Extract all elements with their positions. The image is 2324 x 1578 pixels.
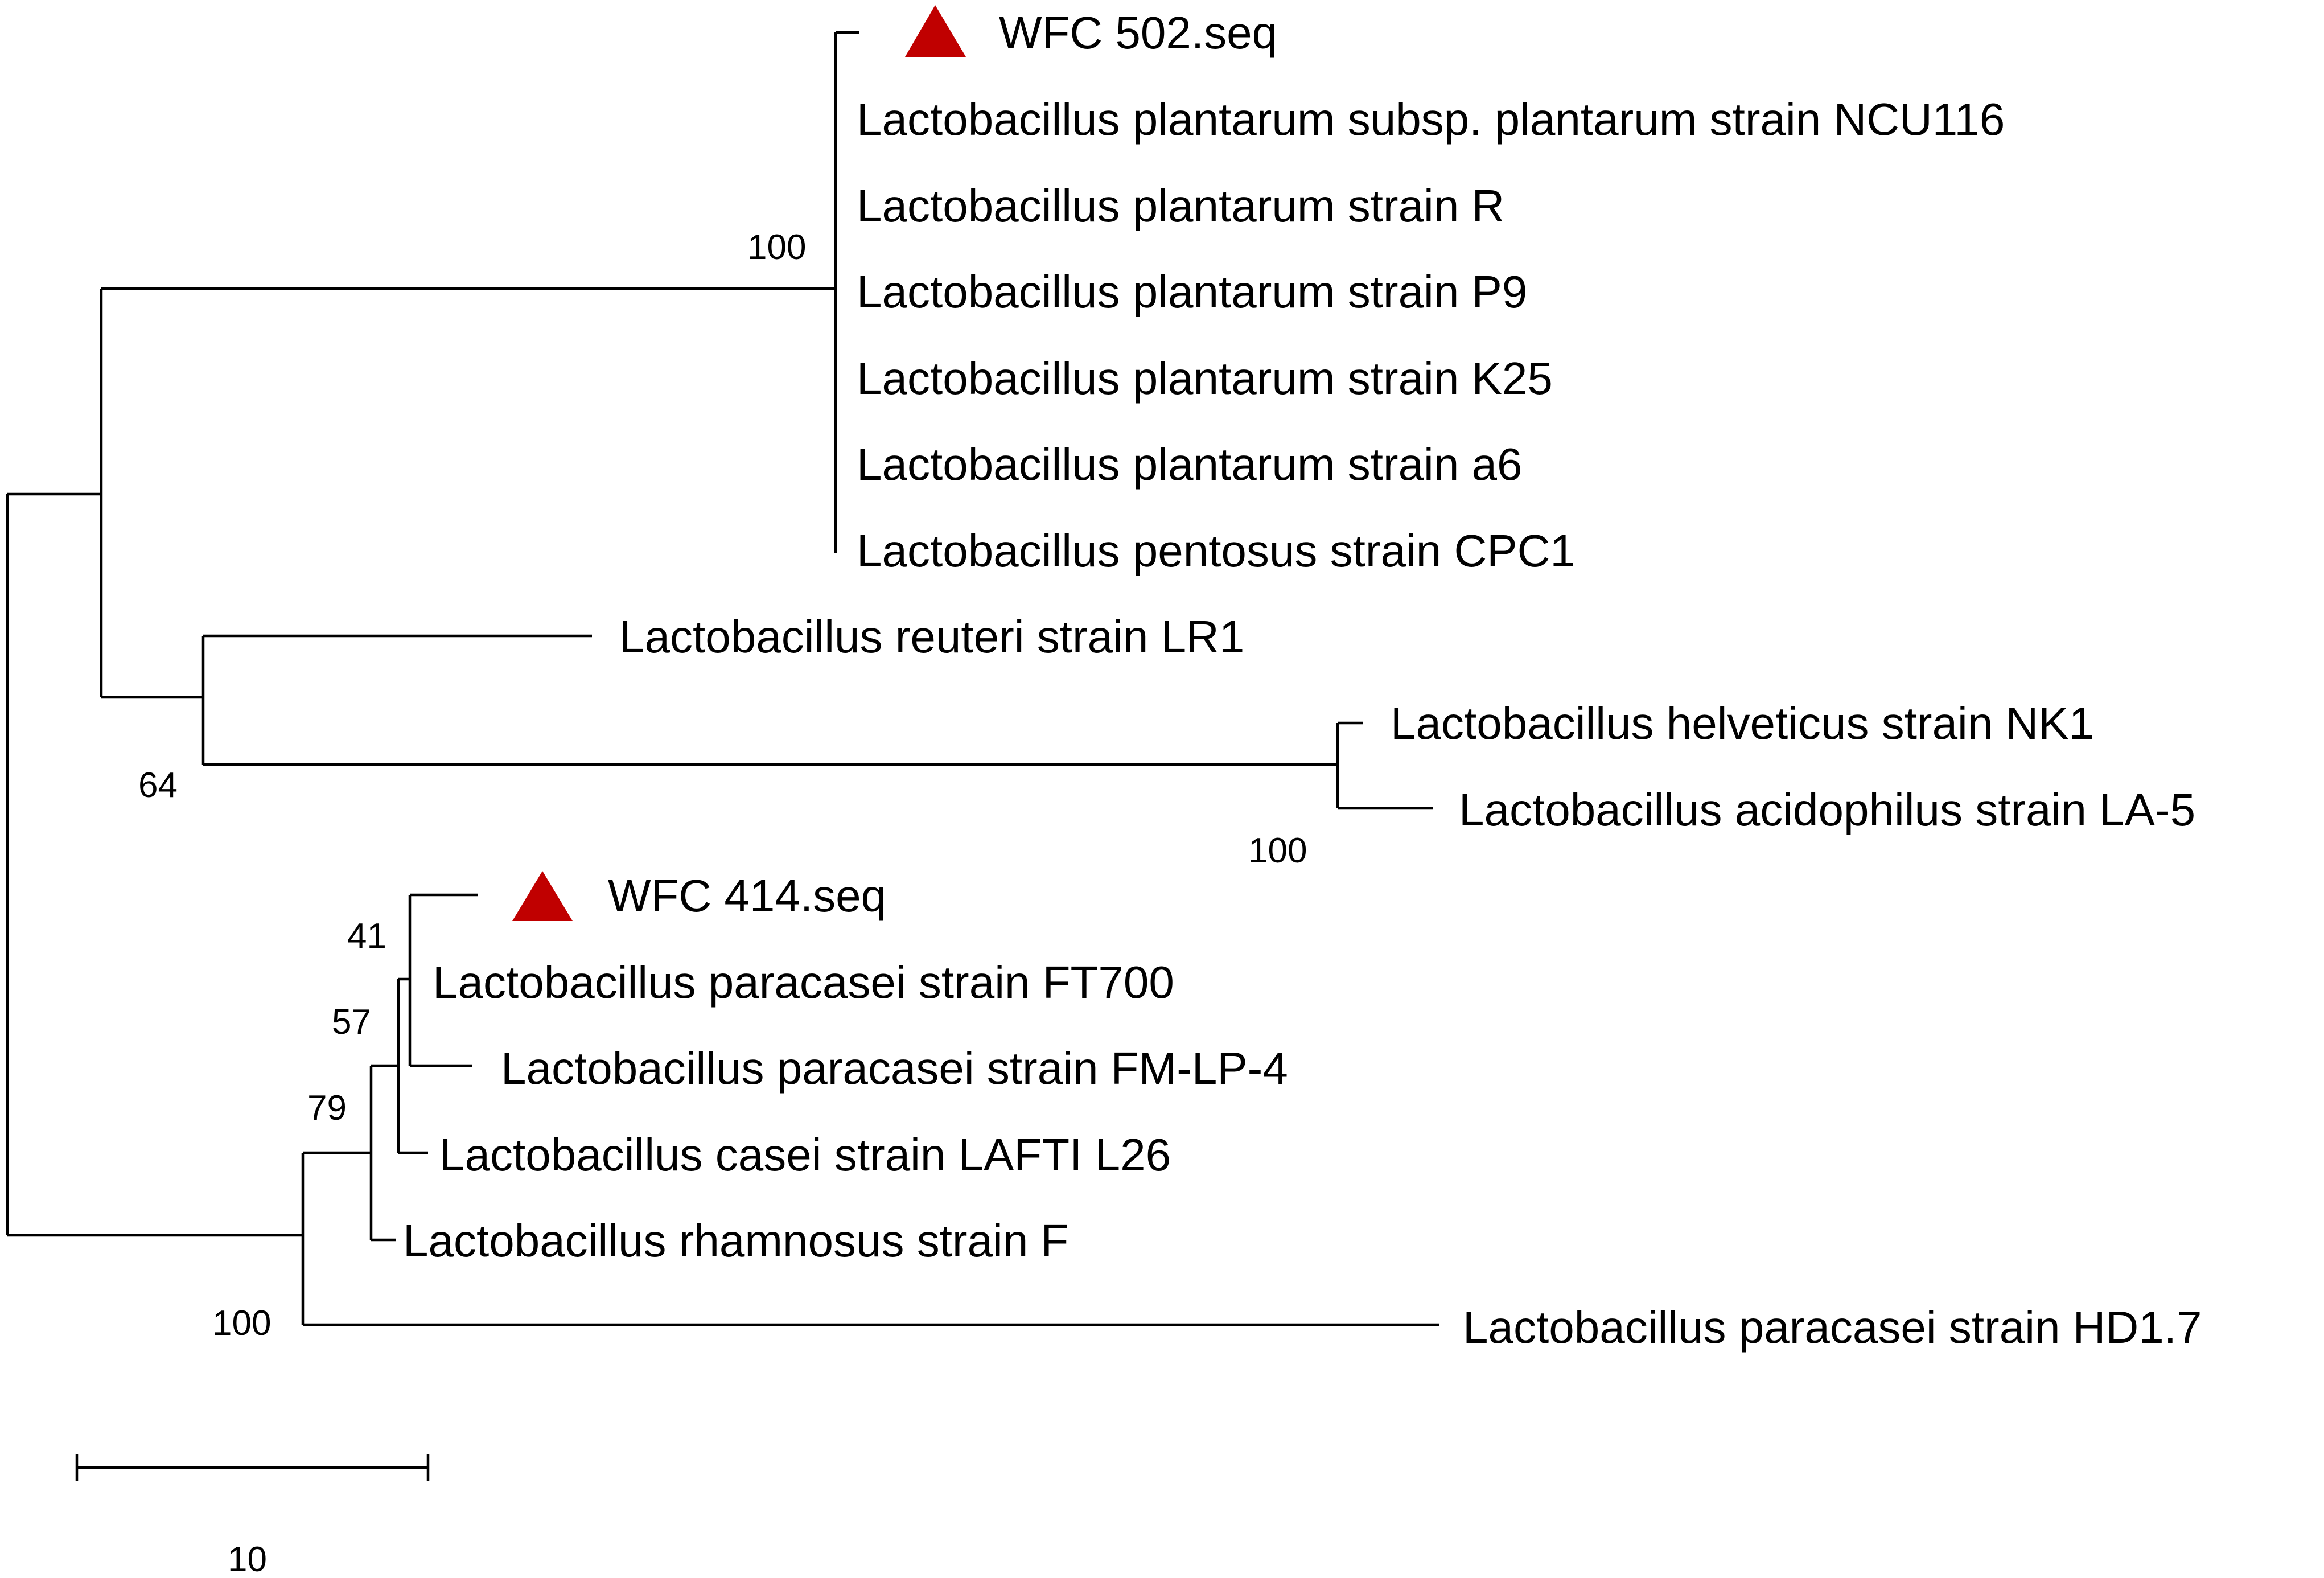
paracasei-rhamnosus-branch — [369, 1064, 398, 1242]
taxon-labels: WFC 502.seq Lactobacillus plantarum subs… — [403, 7, 2202, 1353]
taxon-label: Lactobacillus plantarum strain K25 — [857, 353, 1553, 404]
sequence-markers — [512, 5, 966, 921]
taxon-label: Lactobacillus rhamnosus strain F — [403, 1215, 1068, 1266]
taxon-label: Lactobacillus casei strain LAFTI L26 — [439, 1129, 1171, 1180]
bootstrap-value: 79 — [307, 1088, 347, 1128]
bootstrap-values: 100 64 100 41 57 79 100 — [138, 228, 1307, 1343]
reuteri-helveticus-branch — [201, 634, 1338, 766]
taxon-label: Lactobacillus paracasei strain FT700 — [433, 957, 1174, 1008]
scale-bar-line — [75, 1454, 430, 1481]
bootstrap-value: 100 — [747, 228, 806, 267]
taxon-label: WFC 414.seq — [608, 870, 886, 921]
taxon-label: Lactobacillus acidophilus strain LA-5 — [1459, 784, 2195, 835]
wfc414-ft700-branch — [408, 893, 478, 1067]
root-branch — [6, 492, 303, 1237]
wfc502-triangle-icon — [905, 5, 966, 57]
wfc414-triangle-icon — [512, 871, 573, 921]
taxon-label: Lactobacillus plantarum strain a6 — [857, 439, 1523, 490]
bootstrap-value: 64 — [138, 766, 178, 805]
taxon-label: Lactobacillus paracasei strain FM-LP-4 — [501, 1043, 1288, 1094]
taxon-label: Lactobacillus plantarum strain P9 — [857, 266, 1527, 317]
helveticus-acidophilus-branch — [1336, 721, 1433, 810]
upper-node-branch — [100, 287, 836, 699]
taxon-label: Lactobacillus paracasei strain HD1.7 — [1463, 1302, 2202, 1353]
taxon-label: Lactobacillus reuteri strain LR1 — [619, 611, 1244, 662]
casei-group-branch — [301, 1151, 1439, 1326]
taxon-label: Lactobacillus helveticus strain NK1 — [1391, 698, 2094, 749]
paracasei-casei-branch — [397, 977, 428, 1154]
taxon-label: WFC 502.seq — [999, 7, 1277, 58]
scale-bar: 10 — [75, 1454, 430, 1578]
taxon-label: Lactobacillus pentosus strain CPC1 — [857, 525, 1576, 576]
bootstrap-value: 57 — [332, 1002, 371, 1042]
bootstrap-value: 100 — [1248, 831, 1307, 870]
plantarum-clade-branch — [834, 31, 859, 553]
bootstrap-value: 100 — [212, 1304, 271, 1343]
bootstrap-value: 41 — [347, 917, 386, 956]
taxon-label: Lactobacillus plantarum subsp. plantarum… — [857, 94, 2005, 145]
taxon-label: Lactobacillus plantarum strain R — [857, 180, 1504, 231]
tree-branches — [6, 31, 1439, 1326]
scale-bar-label: 10 — [228, 1540, 267, 1578]
